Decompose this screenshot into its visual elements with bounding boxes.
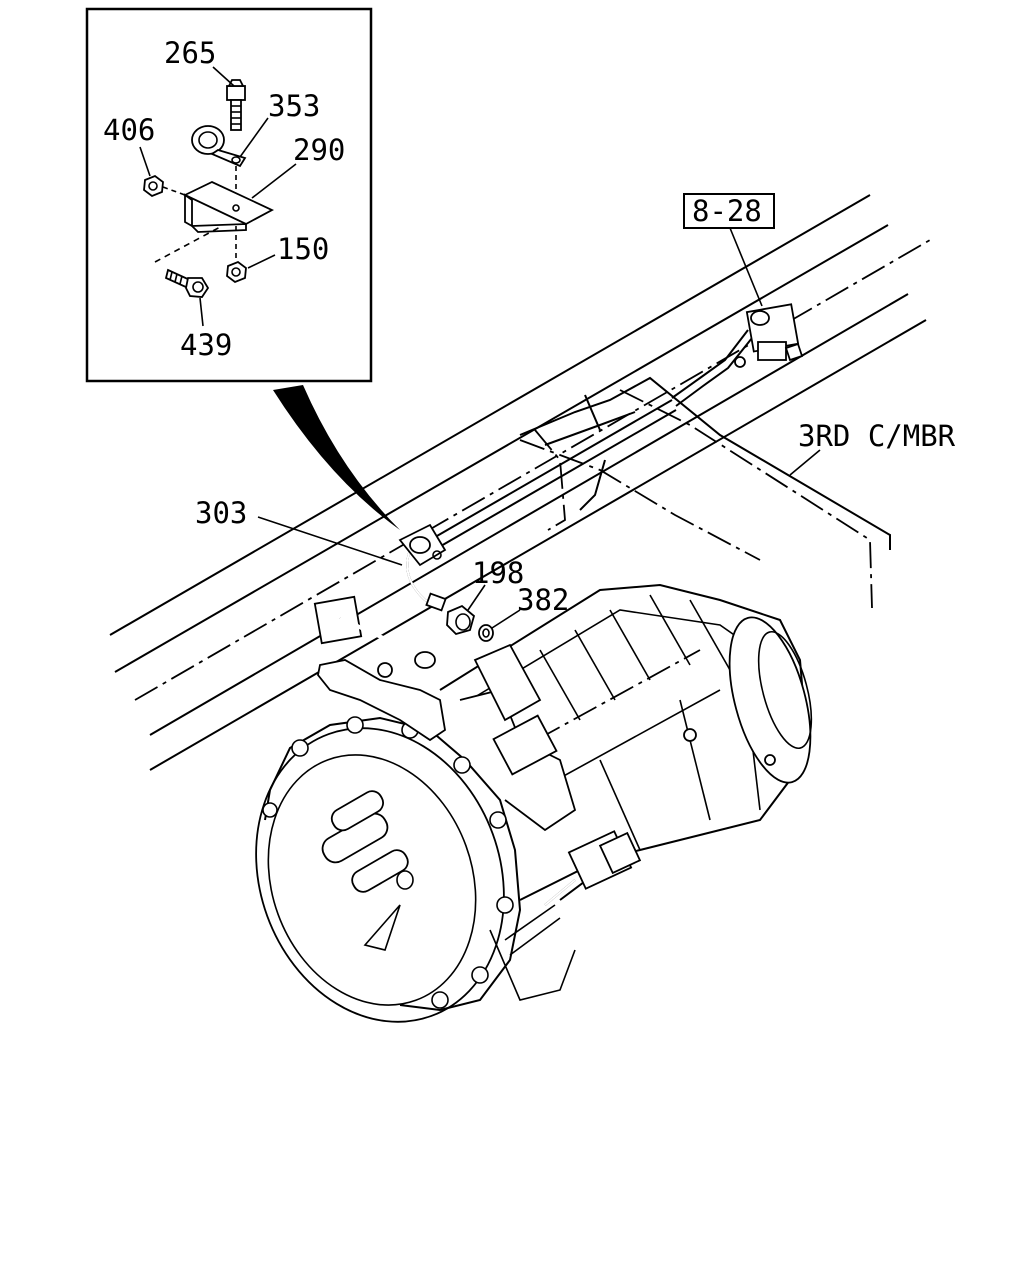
ref-box-8-28 bbox=[683, 193, 775, 229]
bracket-290 bbox=[182, 181, 275, 233]
callout-3rd-crossmember: 3RD C/MBR bbox=[798, 419, 956, 453]
callout-439: 439 bbox=[180, 328, 232, 362]
callout-150: 150 bbox=[277, 232, 329, 266]
clamp-353 bbox=[191, 125, 247, 168]
air-pipe-303 bbox=[398, 399, 677, 612]
callout-265: 265 bbox=[164, 36, 216, 70]
nut-406 bbox=[143, 174, 186, 198]
connector-198 bbox=[446, 604, 476, 636]
detail-pointer-arrow bbox=[273, 385, 400, 530]
transmission bbox=[255, 583, 813, 1023]
air-valve-8-28 bbox=[671, 303, 804, 407]
detail-inset: 265 353 406 290 150 439 bbox=[85, 7, 373, 383]
callout-382: 382 bbox=[517, 583, 569, 617]
callout-406: 406 bbox=[103, 113, 155, 147]
bolt-265 bbox=[226, 79, 246, 131]
nut-150 bbox=[226, 260, 247, 284]
callout-198: 198 bbox=[472, 556, 524, 590]
callout-290: 290 bbox=[293, 133, 345, 167]
bolt-439 bbox=[154, 225, 223, 298]
callout-303: 303 bbox=[195, 496, 247, 530]
callout-8-28: 8-28 bbox=[692, 194, 762, 228]
callout-353: 353 bbox=[268, 89, 320, 123]
third-crossmember bbox=[519, 376, 891, 609]
washer-382 bbox=[478, 624, 494, 642]
